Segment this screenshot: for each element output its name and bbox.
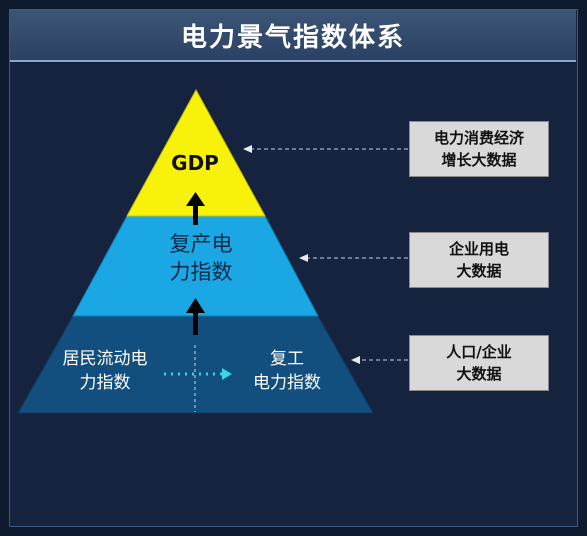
label-line: 力指数 [169, 260, 233, 284]
connector-arrow-1 [243, 145, 408, 153]
title-text: 电力景气指数体系 [180, 22, 405, 53]
label-line: 复工 [270, 349, 304, 369]
recovery-power-index-label: 复产电 力指数 [146, 230, 256, 286]
resident-mobility-index-label: 居民流动电 力指数 [45, 347, 165, 395]
gdp-label: GDP [171, 151, 219, 175]
data-source-box-economic: 电力消费经济 增长大数据 [409, 121, 549, 177]
page-title: 电力景气指数体系 [10, 10, 576, 62]
data-source-box-enterprise: 企业用电 大数据 [409, 232, 549, 288]
label-line: 居民流动电 [62, 349, 148, 369]
work-resumption-index-label: 复工 电力指数 [232, 347, 342, 395]
label-line: 电力消费经济 [433, 129, 524, 147]
arrow-up-icon [186, 298, 205, 335]
label-line: 电力指数 [253, 373, 321, 393]
data-source-box-population: 人口/企业 大数据 [409, 335, 549, 391]
label-line: 大数据 [456, 365, 502, 383]
label-line: 人口/企业 [446, 343, 512, 361]
arrow-up-icon [186, 192, 205, 225]
dotted-arrow-icon [164, 368, 232, 380]
connector-arrow-3 [351, 356, 408, 364]
label-line: 复产电 [169, 232, 233, 256]
label-line: 大数据 [456, 262, 502, 280]
label-line: 力指数 [79, 373, 131, 393]
label-line: 企业用电 [448, 240, 509, 258]
label-line: 增长大数据 [441, 151, 517, 169]
connector-arrow-2 [299, 254, 408, 262]
